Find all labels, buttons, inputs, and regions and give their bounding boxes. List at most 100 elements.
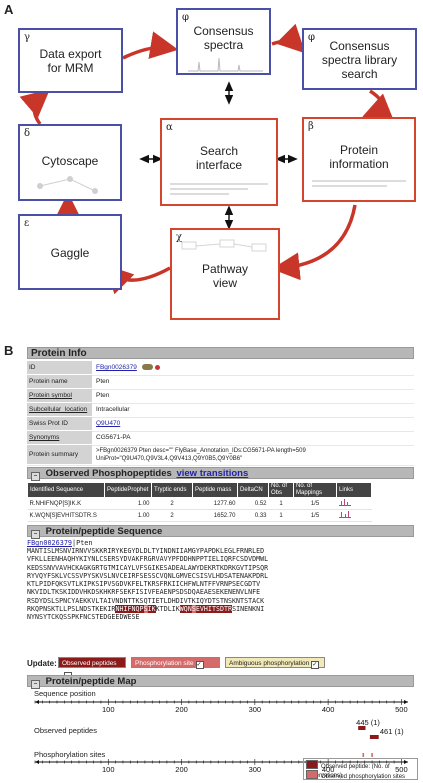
sequence-fasta-header: FBgn0026379|Pten	[27, 539, 93, 547]
info-value: CG5671-PA	[96, 434, 131, 441]
spectrum-thumbnail	[188, 57, 263, 72]
col-header[interactable]: Links	[336, 482, 372, 498]
node-label: Consensus spectra library search	[321, 39, 398, 81]
cell-deltacn: 0.33	[237, 509, 269, 522]
col-header[interactable]: Tryptic ends	[151, 482, 193, 498]
info-row-id: ID FBgn0026379	[27, 361, 414, 376]
summary-line-2: UniProt="Q9U470,Q9V3L4,Q9V413,Q9Y0B5,Q9Y…	[96, 456, 243, 462]
pathway-thumbnail	[181, 239, 267, 252]
external-db-icons[interactable]	[141, 362, 161, 376]
seq-line: MANTISLMSNVIRNVVSKKRIRYKEGYDLDLTYINDNIIA…	[27, 547, 265, 555]
axis-tick-label: 100	[102, 705, 115, 714]
seq-line: KTLPIDFQKSVTLKIPKSIPVSGDVKFELTKRSFRKIICH…	[27, 580, 261, 589]
cycle-arrow-cytoscape-to-export	[19, 89, 50, 126]
axis-tick-label: 500	[395, 705, 408, 714]
phospho-header[interactable]: – Observed Phosphopeptides view transiti…	[27, 467, 414, 481]
cell-prophet: 1.00	[104, 509, 152, 522]
col-header[interactable]: Peptide mass	[192, 482, 238, 498]
axis-tick-label: 300	[249, 765, 262, 774]
checkbox-checked-icon[interactable]: ✓	[195, 661, 204, 669]
cell-mappings: 1/5	[293, 509, 337, 522]
observed-peptide-bar	[358, 726, 366, 730]
protein-sequence: MANTISLMSNVIRNVVSKKRIRYKEGYDLDLTYINDNIIA…	[27, 547, 268, 622]
flybase-fly-icon[interactable]	[155, 365, 161, 370]
node-label: Data export for MRM	[39, 47, 102, 75]
protein-info-title: Protein Info	[31, 348, 87, 359]
panel-a-letter: A	[4, 2, 14, 17]
node-greek: φ	[308, 32, 316, 43]
map-legend: Observed peptide: (No. of observations) …	[303, 758, 418, 780]
col-header[interactable]: PeptideProphet	[104, 482, 152, 498]
node-search-interface: α Search interface	[160, 118, 278, 206]
node-label: Protein information	[329, 143, 389, 171]
map-header[interactable]: – Protein/peptide Map	[27, 675, 414, 689]
network-thumbnail	[37, 176, 98, 194]
phospho-site-mark	[371, 753, 373, 757]
view-transitions-link[interactable]: view transitions	[176, 468, 249, 479]
node-greek: φ	[182, 12, 190, 23]
legend-row: Observed phosphorylation sites	[306, 770, 405, 780]
info-value: >FBgn0026379 Pten desc="" FlyBase_Annota…	[96, 447, 306, 463]
axis-arrow-right	[404, 760, 408, 764]
info-key[interactable]: Synonyms	[27, 431, 92, 444]
col-header[interactable]: DeltaCN	[237, 482, 269, 498]
spectrum-link-icon[interactable]	[338, 499, 351, 506]
node-data-export: γ Data export for MRM	[18, 28, 123, 93]
axis-arrow-left	[35, 760, 39, 764]
form-thumbnail	[170, 180, 268, 198]
panel-b-letter: B	[4, 343, 14, 358]
node-greek: β	[308, 121, 314, 132]
info-row-protein-symbol: Protein symbol Pten	[27, 389, 414, 404]
phospho-site-toggle[interactable]: Phosphorylation site✓	[131, 657, 220, 669]
node-greek: α	[166, 122, 173, 133]
info-key[interactable]: Protein symbol	[27, 389, 92, 402]
seq-segment: RKQPNSKTLLPSLNDSTKEKIR	[27, 605, 116, 614]
cell-tryptic: 2	[151, 509, 193, 522]
ambiguous-phospho-toggle[interactable]: Ambiguous phosphorylation✓	[225, 657, 325, 669]
node-protein-information: β Protein information	[302, 117, 416, 202]
info-key: ID	[27, 361, 92, 374]
cell-sequence: R.NHIFNQP[S]IK.K	[27, 497, 105, 510]
cell-links	[336, 497, 372, 510]
info-row-synonyms: Synonyms CG5671-PA	[27, 431, 414, 446]
info-key[interactable]: Subcellular_location	[27, 403, 92, 416]
cell-mappings: 1/5	[293, 497, 337, 510]
info-value: Pten	[96, 392, 110, 399]
collapse-toggle-icon[interactable]: –	[31, 472, 40, 481]
collapse-toggle-icon[interactable]: –	[31, 530, 40, 539]
observed-peptide-2-tail: EVHITSDTR	[195, 605, 233, 614]
axis-tick-label: 200	[175, 705, 188, 714]
sequence-gene-name: Pten	[76, 539, 93, 547]
flybase-id-link[interactable]: FBgn0026379	[96, 364, 137, 371]
info-row-swissprot: Swiss Prot ID Q9U470	[27, 417, 414, 432]
cycle-arrow-protein-to-pathway	[271, 204, 357, 281]
sequence-id-link[interactable]: FBgn0026379	[27, 539, 73, 547]
database-icon[interactable]	[141, 364, 153, 370]
sequence-header[interactable]: – Protein/peptide Sequence	[27, 525, 414, 539]
cell-obs: 1	[268, 509, 294, 522]
observed-peptide-1-tail: IK	[147, 605, 156, 614]
legend-swatch-site	[306, 770, 318, 779]
sequence-position-label: Sequence position	[34, 689, 96, 698]
info-row-subcellular-location: Subcellular_location Intracellular	[27, 403, 414, 418]
node-label: Gaggle	[50, 246, 90, 260]
node-greek: γ	[24, 32, 30, 43]
axis-tick-label: 100	[102, 765, 115, 774]
swissprot-link[interactable]: Q9U470	[96, 420, 121, 427]
collapse-toggle-icon[interactable]: –	[31, 680, 40, 689]
info-value: Intracellular	[96, 406, 130, 413]
observed-peptide-label: 461 (1)	[380, 727, 404, 736]
col-header[interactable]: No. of Obs	[268, 482, 294, 498]
node-pathway-view: χ Pathway view	[170, 228, 280, 320]
info-key: Protein summary	[27, 445, 92, 464]
seq-segment: KTDLIK	[155, 605, 180, 614]
cell-links	[336, 509, 372, 522]
summary-line-1: >FBgn0026379 Pten desc="" FlyBase_Annota…	[96, 448, 306, 454]
spectrum-link-icon[interactable]	[338, 511, 351, 518]
col-header[interactable]: No. of Mappings	[293, 482, 337, 498]
phospho-site-1: S	[143, 605, 148, 614]
legend-row: Observed peptide: (No. of observations)	[306, 760, 417, 779]
checkbox-checked-icon[interactable]: ✓	[311, 661, 320, 669]
info-key: Protein name	[27, 375, 92, 388]
observed-peptide-bar	[369, 735, 379, 739]
